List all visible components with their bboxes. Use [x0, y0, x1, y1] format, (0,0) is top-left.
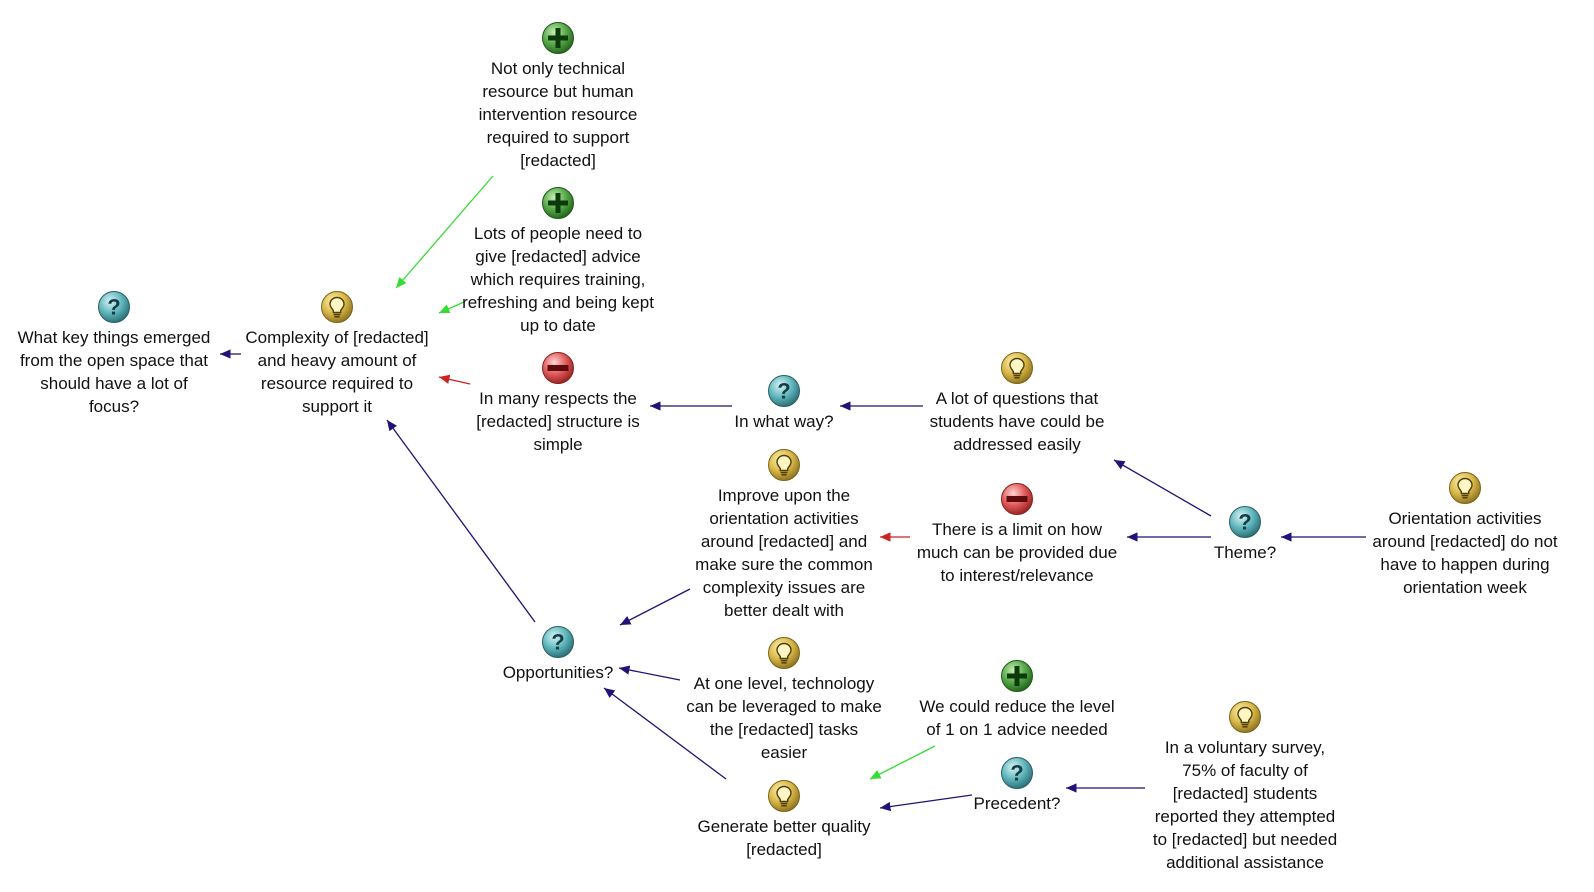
- connector-n14-n17: [869, 745, 936, 780]
- lightbulb-icon: [767, 448, 801, 482]
- node-human-resource-pro[interactable]: Not only technical resource but human in…: [438, 21, 678, 172]
- question-icon: ?: [1228, 505, 1262, 539]
- node-people-advice-pro[interactable]: Lots of people need to give [redacted] a…: [438, 186, 678, 337]
- node-label: Precedent?: [973, 794, 1061, 813]
- svg-text:?: ?: [107, 295, 120, 320]
- plus-icon: [541, 186, 575, 220]
- connector-n5-n2: [438, 374, 471, 385]
- lightbulb-icon: [767, 636, 801, 670]
- svg-text:?: ?: [777, 379, 790, 404]
- svg-text:?: ?: [1238, 510, 1251, 535]
- node-label: At one level, technology can be leverage…: [686, 674, 882, 762]
- node-reduce-advice-pro[interactable]: We could reduce the level of 1 on 1 advi…: [897, 659, 1137, 741]
- node-better-quality-idea[interactable]: Generate better quality [redacted]: [664, 779, 904, 861]
- lightbulb-icon: [1448, 471, 1482, 505]
- node-label: Theme?: [1213, 543, 1277, 562]
- node-label: We could reduce the level of 1 on 1 advi…: [919, 697, 1115, 739]
- lightbulb-icon: [1228, 700, 1262, 734]
- question-icon: ?: [97, 290, 131, 324]
- node-label: Lots of people need to give [redacted] a…: [462, 224, 654, 335]
- node-label: Improve upon the orientation activities …: [695, 486, 873, 620]
- node-label: Opportunities?: [502, 663, 614, 682]
- connector-n12-n2: [386, 419, 536, 623]
- question-icon: ?: [767, 374, 801, 408]
- node-survey-idea[interactable]: In a voluntary survey, 75% of faculty of…: [1125, 700, 1365, 874]
- node-label: In a voluntary survey, 75% of faculty of…: [1152, 738, 1338, 872]
- lightbulb-icon: [1000, 351, 1034, 385]
- node-label: Not only technical resource but human in…: [478, 59, 638, 170]
- connector-n8-n12: [619, 588, 691, 626]
- node-limit-con[interactable]: There is a limit on how much can be prov…: [897, 482, 1137, 587]
- lightbulb-icon: [320, 290, 354, 324]
- node-in-what-way-question[interactable]: ? In what way?: [664, 374, 904, 433]
- minus-icon: [1000, 482, 1034, 516]
- connector-n16-n17: [879, 794, 973, 812]
- node-structure-simple-con[interactable]: In many respects the [redacted] structur…: [438, 351, 678, 456]
- node-student-questions-idea[interactable]: A lot of questions that students have co…: [897, 351, 1137, 456]
- connector-n17-n12: [603, 687, 727, 780]
- node-label: Orientation activities around [redacted]…: [1372, 509, 1558, 597]
- plus-icon: [1000, 659, 1034, 693]
- connector-n13-n12: [618, 665, 681, 681]
- node-complexity-idea[interactable]: Complexity of [redacted] and heavy amoun…: [217, 290, 457, 418]
- svg-text:?: ?: [1010, 761, 1023, 786]
- lightbulb-icon: [767, 779, 801, 813]
- node-label: What key things emerged from the open sp…: [17, 328, 211, 416]
- question-icon: ?: [541, 625, 575, 659]
- plus-icon: [541, 21, 575, 55]
- minus-icon: [541, 351, 575, 385]
- node-label: In what way?: [734, 412, 834, 431]
- node-label: In many respects the [redacted] structur…: [476, 389, 640, 454]
- node-orientation-week-idea[interactable]: Orientation activities around [redacted]…: [1345, 471, 1585, 599]
- node-label: A lot of questions that students have co…: [929, 389, 1105, 454]
- node-label: Complexity of [redacted] and heavy amoun…: [245, 328, 429, 416]
- node-key-things-question[interactable]: ? What key things emerged from the open …: [0, 290, 234, 418]
- node-theme-question[interactable]: ? Theme?: [1125, 505, 1365, 564]
- connector-n4-n2: [438, 301, 465, 314]
- node-improve-orientation-idea[interactable]: Improve upon the orientation activities …: [664, 448, 904, 622]
- node-label: There is a limit on how much can be prov…: [916, 520, 1118, 585]
- node-opportunities-question[interactable]: ? Opportunities?: [438, 625, 678, 684]
- node-precedent-question[interactable]: ? Precedent?: [897, 756, 1137, 815]
- connector-n3-n2: [395, 175, 494, 289]
- node-label: Generate better quality [redacted]: [697, 817, 871, 859]
- connector-n10-n7: [1113, 459, 1212, 517]
- question-icon: ?: [1000, 756, 1034, 790]
- svg-text:?: ?: [551, 630, 564, 655]
- node-technology-idea[interactable]: At one level, technology can be leverage…: [664, 636, 904, 764]
